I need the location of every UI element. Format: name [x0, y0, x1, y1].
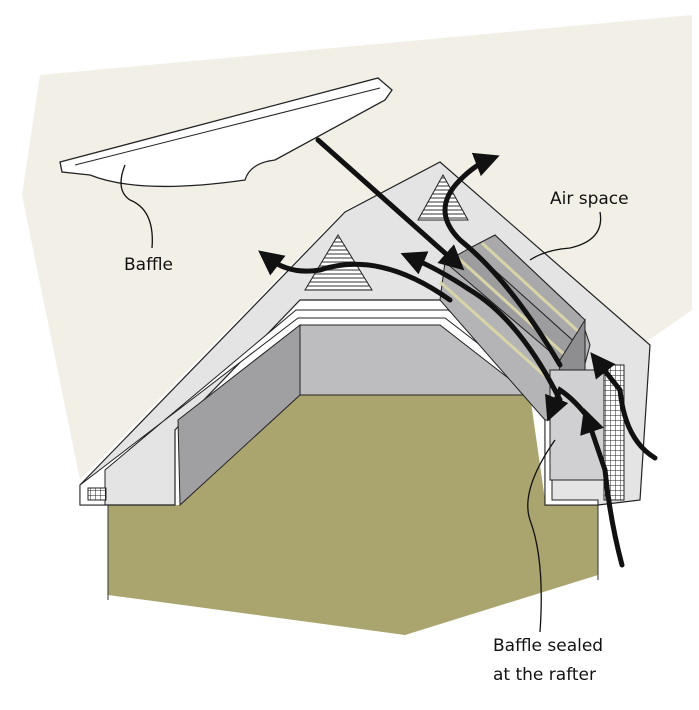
arrow-up-channel [400, 251, 563, 403]
arrow-soffit-1 [590, 352, 658, 461]
label-baffle-sealed-line2: at the rafter [493, 665, 596, 685]
gable-vent-right [417, 173, 469, 221]
arrow-out-left-vent [258, 250, 453, 303]
baffle-part [59, 77, 393, 188]
arrow-soffit-2 [580, 408, 625, 568]
arrow-out-top-vent [442, 152, 563, 368]
airflow-arrows [258, 137, 658, 568]
label-baffle-sealed-line1: Baffle sealed [493, 636, 604, 656]
left-knee-wall [177, 323, 301, 507]
label-baffle: Baffle [124, 255, 173, 275]
label-air-space: Air space [550, 189, 629, 209]
leader-lines [120, 164, 602, 633]
arrow-baffle-to-rafter [315, 137, 465, 271]
eave-vent-screen [87, 487, 107, 501]
arrow-soffit-3 [545, 386, 593, 423]
floor [108, 395, 598, 635]
